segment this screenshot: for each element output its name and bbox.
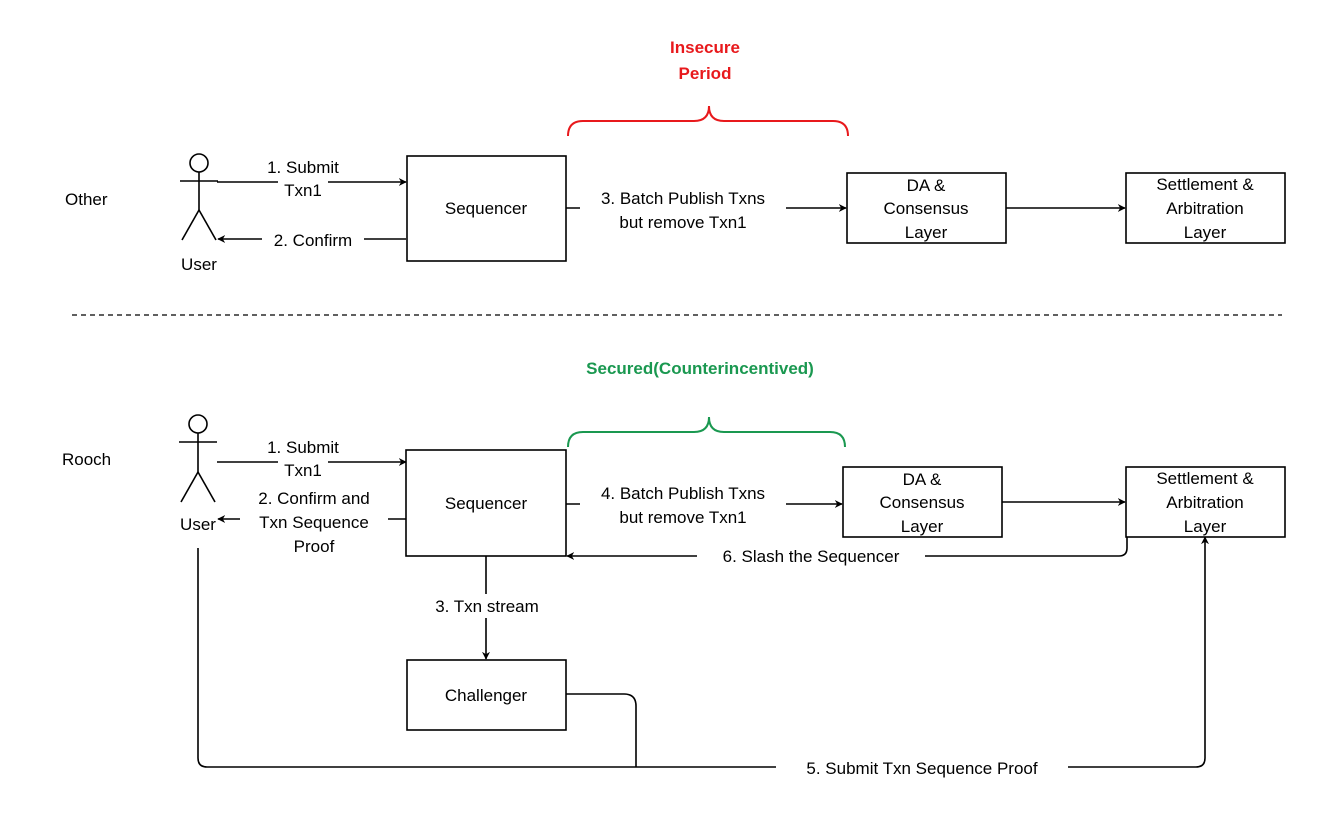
settlement-box-other — [1125, 172, 1286, 244]
da-label-rooch-2: Consensus — [879, 493, 964, 512]
edge-label-slash: 6. Slash the Sequencer — [723, 547, 900, 566]
edge-label-confirm-other: 2. Confirm — [274, 231, 352, 250]
insecure-period-bracket — [567, 105, 849, 137]
da-label-other-3: Layer — [905, 223, 948, 242]
edge-label-publish-rooch-1: 4. Batch Publish Txns — [601, 484, 765, 503]
edge-slash — [566, 537, 1128, 560]
sequencer-label-rooch: Sequencer — [445, 494, 528, 513]
section-label-other: Other — [65, 190, 108, 209]
edge-label-submit-other-2: Txn1 — [284, 181, 322, 200]
challenger-box — [406, 659, 567, 731]
edge-label-confirm-rooch-1: 2. Confirm and — [258, 489, 370, 508]
edge-label-confirm-rooch-3: Proof — [294, 537, 335, 556]
insecure-period-label-line1: Insecure — [670, 38, 740, 57]
da-consensus-box-rooch — [842, 466, 1003, 538]
settlement-label-other-1: Settlement & — [1156, 175, 1254, 194]
edge-label-submit-rooch-2: Txn1 — [284, 461, 322, 480]
edge-label-submit-other-1: 1. Submit — [267, 158, 339, 177]
user-actor-icon — [179, 414, 217, 503]
challenger-label: Challenger — [445, 686, 528, 705]
secured-period-label: Secured(Counterincentived) — [586, 359, 814, 378]
settlement-label-other-2: Arbitration — [1166, 199, 1243, 218]
edge-label-submit-proof: 5. Submit Txn Sequence Proof — [806, 759, 1037, 778]
settlement-box-rooch — [1125, 466, 1286, 538]
da-label-other-2: Consensus — [883, 199, 968, 218]
edge-label-publish-other-2: but remove Txn1 — [619, 213, 746, 232]
sequencer-box-other — [406, 155, 567, 262]
edge-label-publish-rooch-2: but remove Txn1 — [619, 508, 746, 527]
settlement-label-other-3: Layer — [1184, 223, 1227, 242]
da-label-other-1: DA & — [907, 176, 946, 195]
user-actor-icon — [180, 153, 218, 241]
da-label-rooch-3: Layer — [901, 517, 944, 536]
settlement-label-rooch-1: Settlement & — [1156, 469, 1254, 488]
sequencer-box-rooch — [405, 449, 567, 557]
settlement-label-rooch-3: Layer — [1184, 517, 1227, 536]
edge-label-submit-rooch-1: 1. Submit — [267, 438, 339, 457]
user-label-rooch: User — [180, 515, 216, 534]
edge-label-txn-stream: 3. Txn stream — [435, 597, 539, 616]
edge-user-submit-proof — [197, 536, 1209, 768]
da-label-rooch-1: DA & — [903, 470, 942, 489]
edge-label-publish-other-1: 3. Batch Publish Txns — [601, 189, 765, 208]
user-label-other: User — [181, 255, 217, 274]
edge-challenger-submit-proof — [566, 693, 637, 767]
insecure-period-label-line2: Period — [679, 64, 732, 83]
edge-label-confirm-rooch-2: Txn Sequence — [259, 513, 369, 532]
sequencer-label-other: Sequencer — [445, 199, 528, 218]
da-consensus-box-other — [846, 172, 1007, 244]
secured-period-bracket — [567, 416, 846, 448]
section-label-rooch: Rooch — [62, 450, 111, 469]
settlement-label-rooch-2: Arbitration — [1166, 493, 1243, 512]
